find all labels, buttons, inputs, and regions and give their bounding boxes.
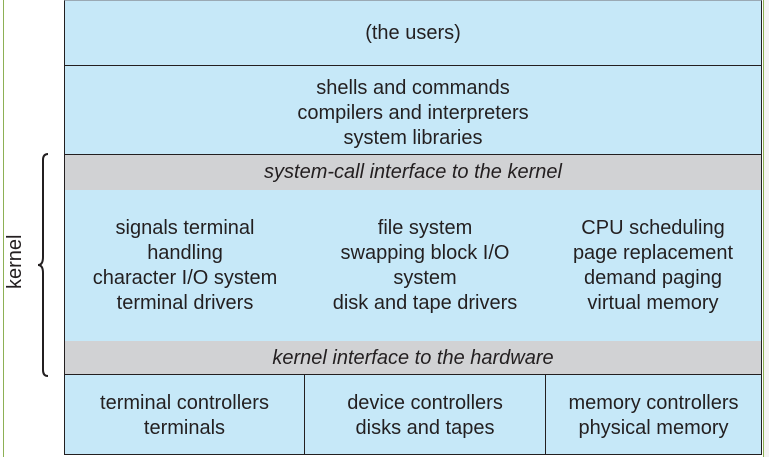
kernel-item: file system bbox=[377, 217, 473, 239]
users-layer: (the users) bbox=[65, 1, 761, 66]
system-programs-layer: shells and commands compilers and interp… bbox=[65, 66, 761, 155]
kernel-item: signals terminal bbox=[115, 217, 255, 239]
kernel-item: terminal drivers bbox=[116, 292, 254, 314]
kernel-item: virtual memory bbox=[587, 292, 719, 314]
hardware-item: memory controllers bbox=[568, 392, 739, 414]
right-edge-line bbox=[763, 0, 764, 457]
kernel-item: demand paging bbox=[584, 267, 722, 289]
kernel-brace-label: kernel bbox=[4, 234, 26, 289]
kernel-column-file-system: file system swapping block I/O system di… bbox=[305, 190, 545, 341]
kernel-item: page replacement bbox=[572, 242, 734, 264]
kernel-item: character I/O system bbox=[92, 267, 278, 289]
hardware-item: terminals bbox=[143, 417, 226, 439]
hardware-item: device controllers bbox=[347, 392, 503, 414]
kernel-item: disk and tape drivers bbox=[332, 292, 518, 314]
left-edge-line bbox=[3, 0, 4, 457]
system-call-interface-label: system-call interface to the kernel bbox=[264, 161, 562, 183]
hardware-layer: terminal controllers terminals device co… bbox=[65, 375, 761, 455]
hardware-item: terminal controllers bbox=[100, 392, 269, 414]
kernel-column-memory: CPU scheduling page replacement demand p… bbox=[545, 190, 761, 341]
kernel-item: handling bbox=[147, 242, 223, 264]
hardware-item: disks and tapes bbox=[355, 417, 495, 439]
system-programs-line: compilers and interpreters bbox=[297, 102, 529, 124]
users-layer-text: (the users) bbox=[65, 21, 761, 46]
system-programs-line: system libraries bbox=[343, 127, 483, 149]
system-programs-text: shells and commands compilers and interp… bbox=[65, 76, 761, 151]
users-label: (the users) bbox=[365, 22, 461, 44]
hardware-interface-label: kernel interface to the hardware bbox=[272, 347, 554, 369]
hardware-item: physical memory bbox=[578, 417, 729, 439]
right-margin-strip bbox=[763, 0, 769, 457]
system-programs-line: shells and commands bbox=[316, 77, 510, 99]
kernel-column-terminal-io: signals terminal handling character I/O … bbox=[65, 190, 305, 341]
hardware-cell-devices: device controllers disks and tapes bbox=[305, 375, 546, 455]
hardware-cell-memory: memory controllers physical memory bbox=[546, 375, 761, 455]
unix-structure-diagram: (the users) shells and commands compiler… bbox=[64, 0, 762, 455]
system-call-interface-band: system-call interface to the kernel bbox=[65, 155, 761, 190]
kernel-brace bbox=[37, 153, 49, 377]
kernel-item: system bbox=[393, 267, 457, 289]
kernel-item: swapping block I/O bbox=[340, 242, 510, 264]
hardware-interface-band: kernel interface to the hardware bbox=[65, 341, 761, 375]
hardware-cell-terminals: terminal controllers terminals bbox=[65, 375, 305, 455]
kernel-item: CPU scheduling bbox=[581, 217, 725, 239]
kernel-layer: signals terminal handling character I/O … bbox=[65, 190, 761, 341]
